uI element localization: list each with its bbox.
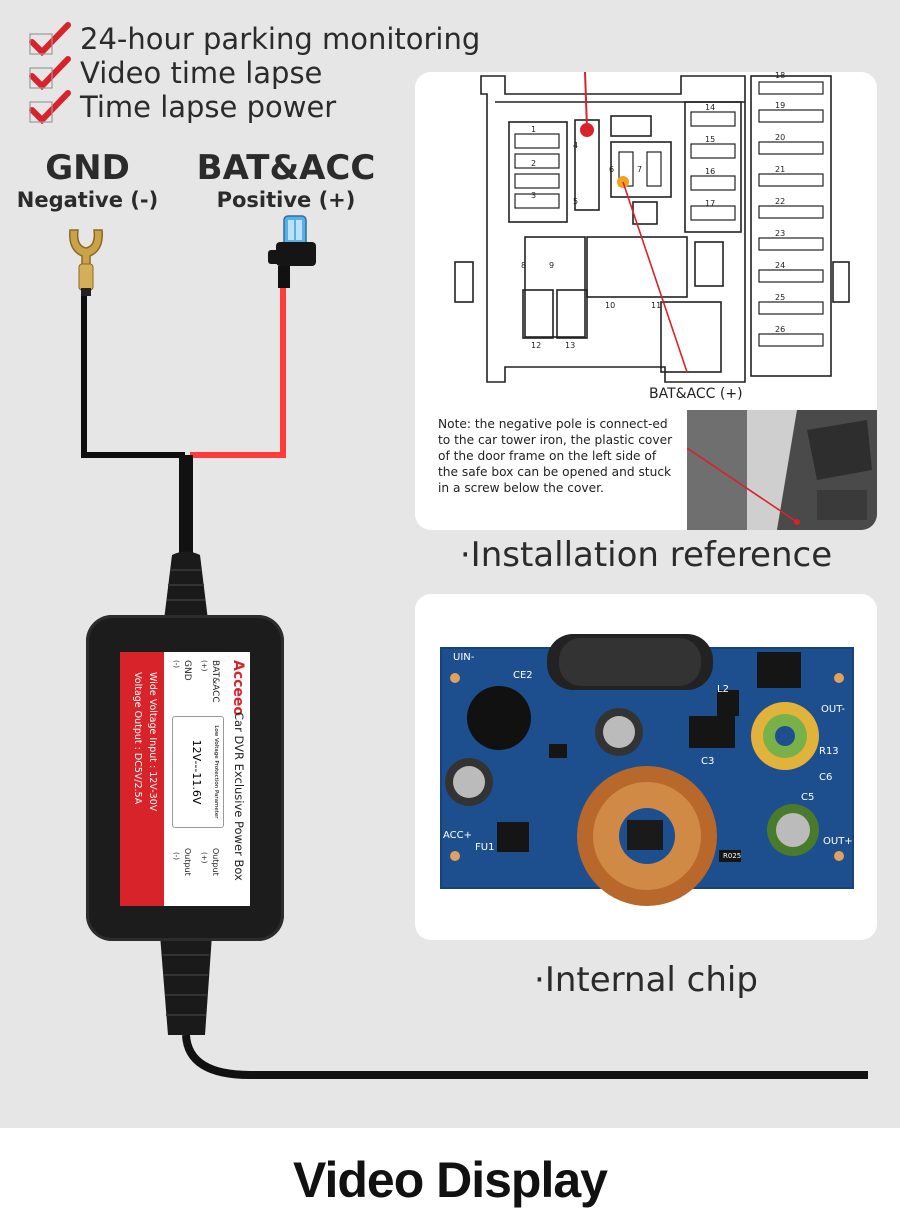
fuse-number: 9 <box>549 261 554 270</box>
protection-panel: Low Voltage Protection Parameter 12V---1… <box>172 716 224 828</box>
fuse-number: 11 <box>651 301 661 310</box>
gnd-sub: (-) <box>172 660 180 668</box>
fuse-number: 17 <box>705 199 715 208</box>
fuse-number: 5 <box>573 197 578 206</box>
bat-title: BAT&ACC <box>196 148 376 188</box>
bat-subtitle: Positive (+) <box>216 188 356 212</box>
pcb-label: CE2 <box>513 670 533 681</box>
bat-acc-sub: (+) <box>200 660 208 672</box>
chip-card: UIN- CE2 L2 OUT- C3 R13 C6 C5 ACC+ FU1 R… <box>415 594 877 940</box>
fuse-number: 21 <box>775 165 785 174</box>
fuse-number: 13 <box>565 341 575 350</box>
power-box-label: Acceeo Car DVR Exclusive Power Box BAT&A… <box>120 652 250 906</box>
output-neg-sub: (-) <box>172 852 180 860</box>
fuse-number: 16 <box>705 167 715 176</box>
fuse-number: 14 <box>705 103 715 112</box>
pcb-label: L2 <box>717 684 729 695</box>
fork-terminal-icon <box>69 229 103 296</box>
fuse-number: 6 <box>609 165 614 174</box>
gnd-title: GND <box>45 148 130 188</box>
fuse-number: 10 <box>605 301 615 310</box>
input-spec: Wide Voltage Input : 12V-30V <box>147 672 158 812</box>
pcb-label: R13 <box>819 746 839 757</box>
feature-text: Video time lapse <box>80 56 323 90</box>
product-name: Car DVR Exclusive Power Box <box>232 712 246 881</box>
fuse-number: 4 <box>573 141 578 150</box>
pcb-label: OUT+ <box>823 836 853 847</box>
pcb-label: UIN- <box>453 652 475 663</box>
fuse-number: 20 <box>775 133 785 142</box>
fuse-number: 8 <box>521 261 526 270</box>
feature-item: 24-hour parking monitoring <box>28 22 480 56</box>
output-spec: Voltage Output : DC5V/2.5A <box>132 672 143 805</box>
bat-terminal-label: BAT&ACC Positive (+) <box>196 148 376 212</box>
pcb-label: C3 <box>701 756 714 767</box>
fuse-number: 26 <box>775 325 785 334</box>
installation-caption: ·Installation reference <box>459 535 833 575</box>
car-door-photo <box>687 410 877 530</box>
pcb-label: R025 <box>723 852 741 860</box>
fuse-box-diagram: 1 2 3 4 5 6 7 8 9 10 11 12 13 14 15 16 1… <box>454 72 850 402</box>
voltage-range: 12V---11.6V <box>190 739 203 805</box>
chip-caption: ·Internal chip <box>534 960 758 1000</box>
fuse-number: 18 <box>775 72 785 80</box>
footer-bar: Video Display <box>0 1128 900 1232</box>
feature-item: Time lapse power <box>28 90 336 124</box>
pcb-label: C5 <box>801 792 814 803</box>
spec-banner: Wide Voltage Input : 12V-30V Voltage Out… <box>120 652 164 906</box>
checkmark-icon <box>29 90 71 124</box>
installation-card: 1 2 3 4 5 6 7 8 9 10 11 12 13 14 15 16 1… <box>415 72 877 530</box>
fuse-tap-icon <box>268 215 316 288</box>
gnd-label: GND <box>182 660 192 681</box>
fuse-number: 25 <box>775 293 785 302</box>
fuse-number: 15 <box>705 135 715 144</box>
brand-name: Acceeo <box>230 660 246 717</box>
checkmark-icon <box>29 56 71 90</box>
feature-text: 24-hour parking monitoring <box>80 22 481 56</box>
fuse-number: 19 <box>775 101 785 110</box>
pcb-label: FU1 <box>475 842 494 853</box>
output-neg-label: Output <box>183 848 192 876</box>
output-pos-sub: (+) <box>200 852 208 864</box>
feature-item: Video time lapse <box>28 56 322 90</box>
pcb-label: ACC+ <box>443 830 472 841</box>
fuse-number: 2 <box>531 159 536 168</box>
footer-title: Video Display <box>293 1152 608 1208</box>
fuse-number: 7 <box>637 165 642 174</box>
feature-text: Time lapse power <box>80 90 337 124</box>
output-pos-label: Output <box>211 848 220 876</box>
pcb-label: C6 <box>819 772 832 783</box>
gnd-terminal-label: GND Negative (-) <box>10 148 165 212</box>
fuse-number: 1 <box>531 125 536 134</box>
gnd-subtitle: Negative (-) <box>16 188 159 212</box>
checkmark-icon <box>29 22 71 56</box>
protection-label: Low Voltage Protection Parameter <box>213 725 219 819</box>
pcb-label: OUT- <box>821 704 845 715</box>
fuse-number: 24 <box>775 261 785 270</box>
pcb-image: UIN- CE2 L2 OUT- C3 R13 C6 C5 ACC+ FU1 R… <box>440 634 854 906</box>
fuse-number: 22 <box>775 197 785 206</box>
bat-acc-callout: BAT&ACC (+) <box>649 386 743 402</box>
bat-acc-label: BAT&ACC <box>210 660 220 703</box>
fuse-number: 3 <box>531 191 536 200</box>
wiring-illustration <box>81 285 868 1079</box>
fuse-number: 23 <box>775 229 785 238</box>
fuse-number: 12 <box>531 341 541 350</box>
install-note: Note: the negative pole is connect-ed to… <box>438 417 673 495</box>
